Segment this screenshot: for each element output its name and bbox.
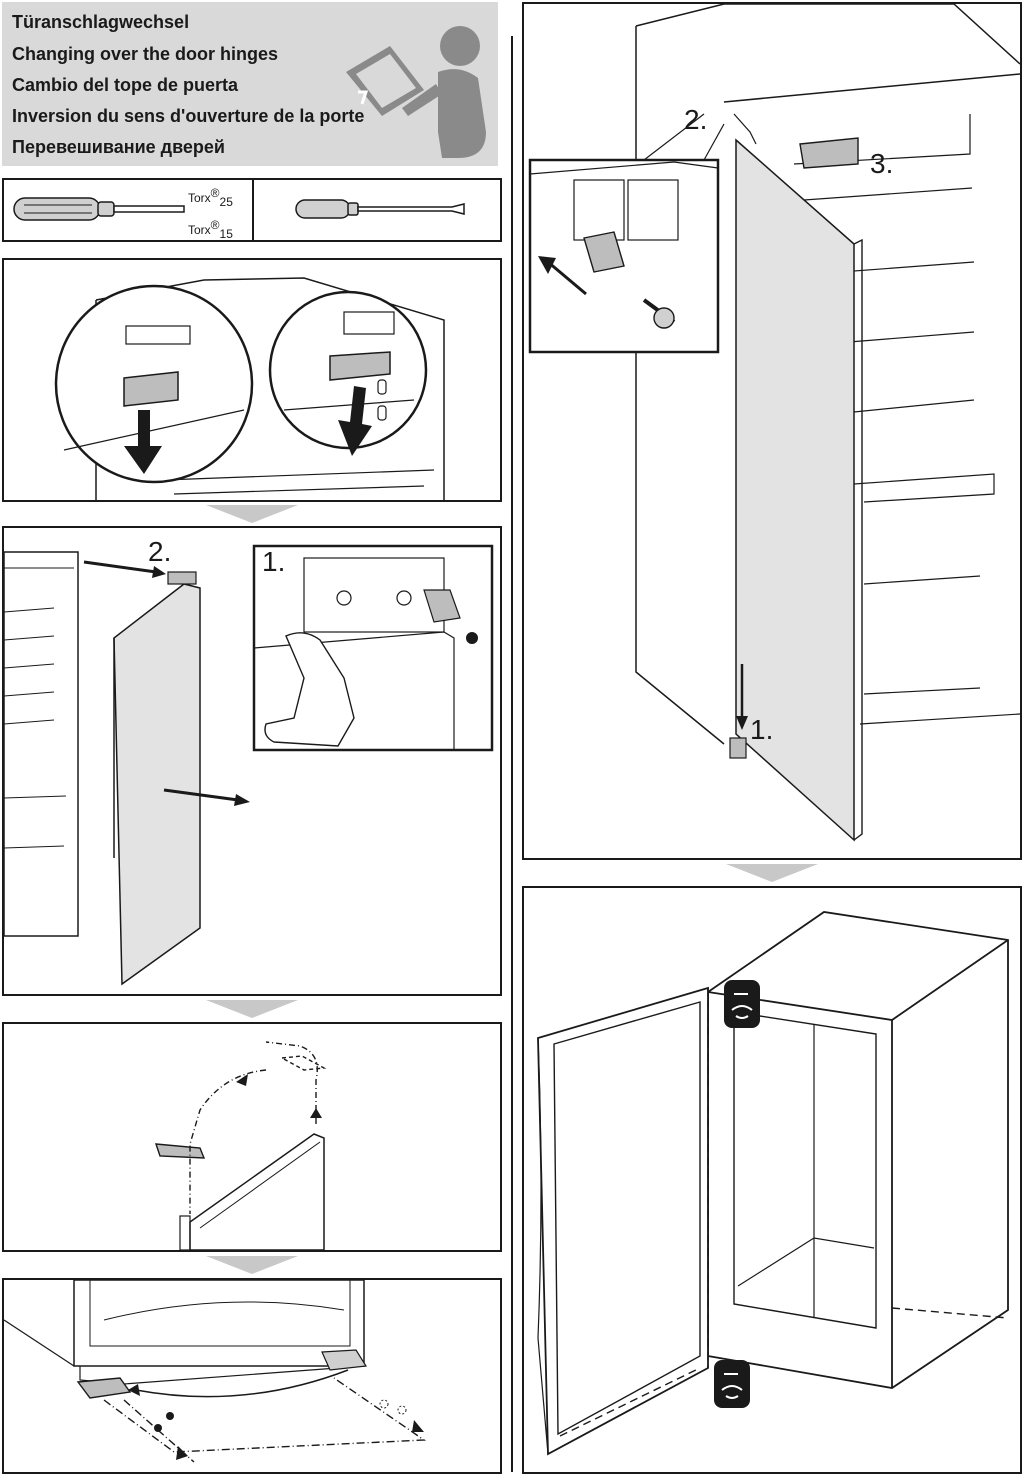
tools-panel: Torx®25 Torx®15 (2, 178, 502, 242)
flow-arrow-icon (206, 505, 298, 523)
step-panel-move-bottom-bearing (2, 1278, 502, 1474)
flat-screwdriver-icon (295, 199, 465, 219)
bottom-bearing-drawing (4, 1280, 427, 1463)
torx-15-label: Torx®15 (188, 218, 233, 241)
torx-screwdriver-icon (13, 197, 185, 221)
flow-arrow-icon (726, 864, 818, 882)
reading-person-icon (346, 26, 486, 158)
title-en: Changing over the door hinges (12, 44, 279, 64)
step-panel-remove-door: 1. 2. (2, 526, 502, 996)
hinge-transfer-drawing (154, 1041, 327, 1250)
cabinet-top-drawing (54, 277, 445, 500)
column-divider (511, 36, 513, 1472)
door-removal-drawing (4, 544, 494, 986)
step-number-lift-door: 2. (148, 536, 172, 567)
flow-arrow-icon (206, 1000, 298, 1018)
flow-arrow-icon (206, 1256, 298, 1274)
fridge-reinstalled-door-drawing (537, 911, 1009, 1456)
step-number-push-door: 1. (750, 714, 774, 745)
title-de: Türanschlagwechsel (12, 12, 190, 32)
step-panel-remove-covers (2, 258, 502, 502)
title-ru: Перевешивание дверей (12, 137, 225, 157)
step-panel-move-hinge (2, 1022, 502, 1252)
header-band: Türanschlagwechsel Changing over the doo… (2, 2, 498, 166)
step-panel-detach-door: 1. 2. 3. (522, 2, 1022, 860)
step-number-remove-screw: 1. (262, 546, 286, 577)
step-panel-reinstall-door (522, 886, 1022, 1474)
title-fr: Inversion du sens d'ouverture de la port… (12, 106, 365, 126)
fridge-door-detach-drawing (528, 4, 1020, 842)
tools-divider (252, 180, 254, 240)
title-es: Cambio del tope de puerta (12, 75, 239, 95)
step-number-remove-cover: 3. (870, 148, 894, 179)
step-number-remove-hinge-screw: 2. (684, 104, 708, 135)
torx-25-label: Torx®25 (188, 186, 233, 209)
